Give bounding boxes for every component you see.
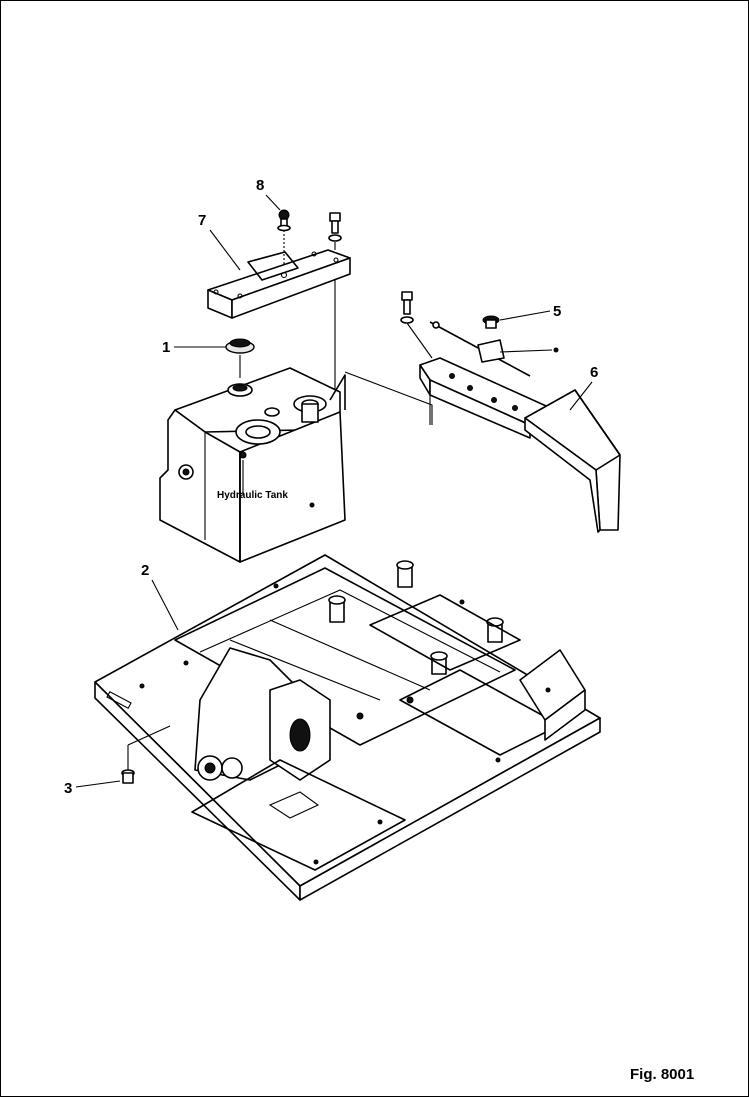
figure-caption: Fig. 8001	[630, 1066, 695, 1083]
part-8-bolt	[277, 209, 291, 268]
part-6-side-cover	[400, 291, 621, 533]
callout-5: 5	[499, 303, 561, 321]
callout-8: 8	[256, 177, 281, 211]
part-3-plug	[121, 725, 171, 784]
svg-text:3: 3	[64, 780, 72, 797]
callout-6: 6	[569, 364, 598, 411]
part-7-cover-plate	[207, 249, 351, 319]
callout-1: 1	[162, 339, 226, 356]
part-2-revolving-frame	[94, 554, 601, 901]
svg-text:1: 1	[162, 339, 170, 356]
svg-text:2: 2	[141, 562, 149, 579]
svg-text:8: 8	[256, 177, 264, 194]
callout-2: 2	[141, 562, 179, 631]
callout-3: 3	[64, 780, 121, 797]
part-1-filler-cap	[225, 338, 255, 378]
svg-text:6: 6	[590, 364, 598, 381]
svg-text:5: 5	[553, 303, 561, 320]
tank-label: Hydraulic Tank	[217, 490, 288, 501]
callout-7: 7	[198, 212, 241, 271]
cover-bolt	[328, 212, 342, 400]
hydraulic-tank	[159, 367, 346, 563]
svg-text:7: 7	[198, 212, 206, 229]
